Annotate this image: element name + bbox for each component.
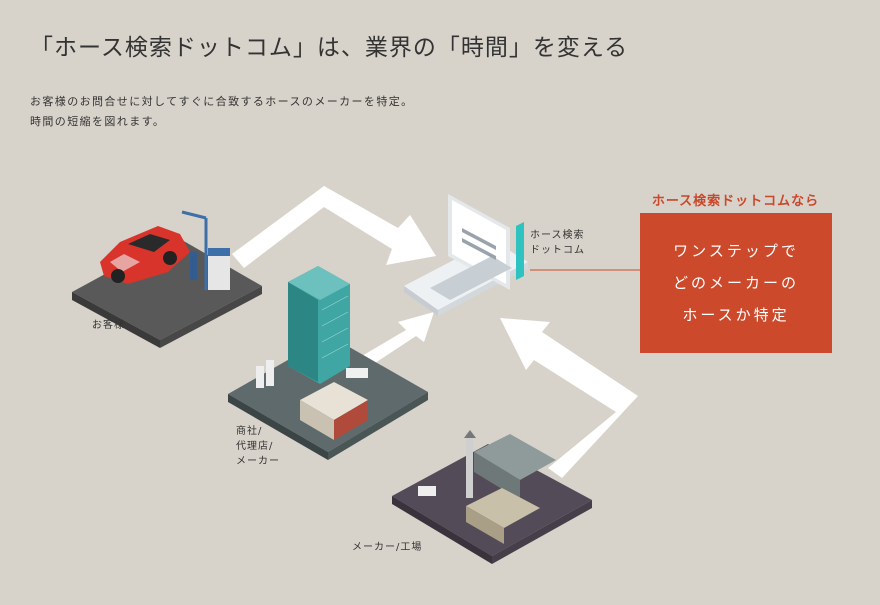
callout-line-1: ワンステップで — [673, 242, 799, 260]
label-trader-line-3: メーカー — [236, 456, 280, 467]
label-trader: 商社/ 代理店/ メーカー — [236, 424, 280, 469]
page-title: 「ホース検索ドットコム」は、業界の「時間」を変える — [30, 35, 629, 61]
label-site-line-2: ドットコム — [530, 245, 585, 256]
arrow-customer-to-site — [232, 186, 436, 268]
label-factory: メーカー/工場 — [352, 542, 423, 553]
plant-icon — [418, 430, 556, 544]
callout-box: ワンステップで どのメーカーの ホースか特定 — [640, 213, 832, 353]
label-site-line-1: ホース検索 — [530, 230, 585, 241]
label-trader-line-2: 代理店/ — [236, 441, 274, 452]
office-tower-icon — [288, 266, 350, 384]
callout-line-2: どのメーカーの — [672, 274, 799, 292]
trader-scene — [228, 266, 428, 460]
lead-text: お客様のお問合せに対してすぐに合致するホースのメーカーを特定。 時間の短縮を図れ… — [30, 92, 414, 132]
arrow-factory-to-site — [500, 318, 638, 478]
label-trader-line-1: 商社/ — [236, 426, 263, 437]
customer-scene — [72, 210, 262, 348]
label-customer: お客様 — [92, 320, 125, 331]
callout-heading: ホース検索ドットコムなら — [651, 194, 820, 209]
callout-line-3: ホースか特定 — [682, 306, 790, 324]
lead-line-2: 時間の短縮を図れます。 — [30, 115, 166, 128]
laptop-icon — [404, 194, 528, 316]
arrow-trader-to-site — [362, 312, 434, 365]
label-site: ホース検索 ドットコム — [530, 228, 585, 258]
car-icon — [100, 226, 190, 284]
lead-line-1: お客様のお問合せに対してすぐに合致するホースのメーカーを特定。 — [30, 95, 414, 108]
warehouse-icon — [256, 360, 368, 440]
fuel-pump-icon — [181, 210, 230, 290]
factory-scene — [392, 430, 592, 564]
